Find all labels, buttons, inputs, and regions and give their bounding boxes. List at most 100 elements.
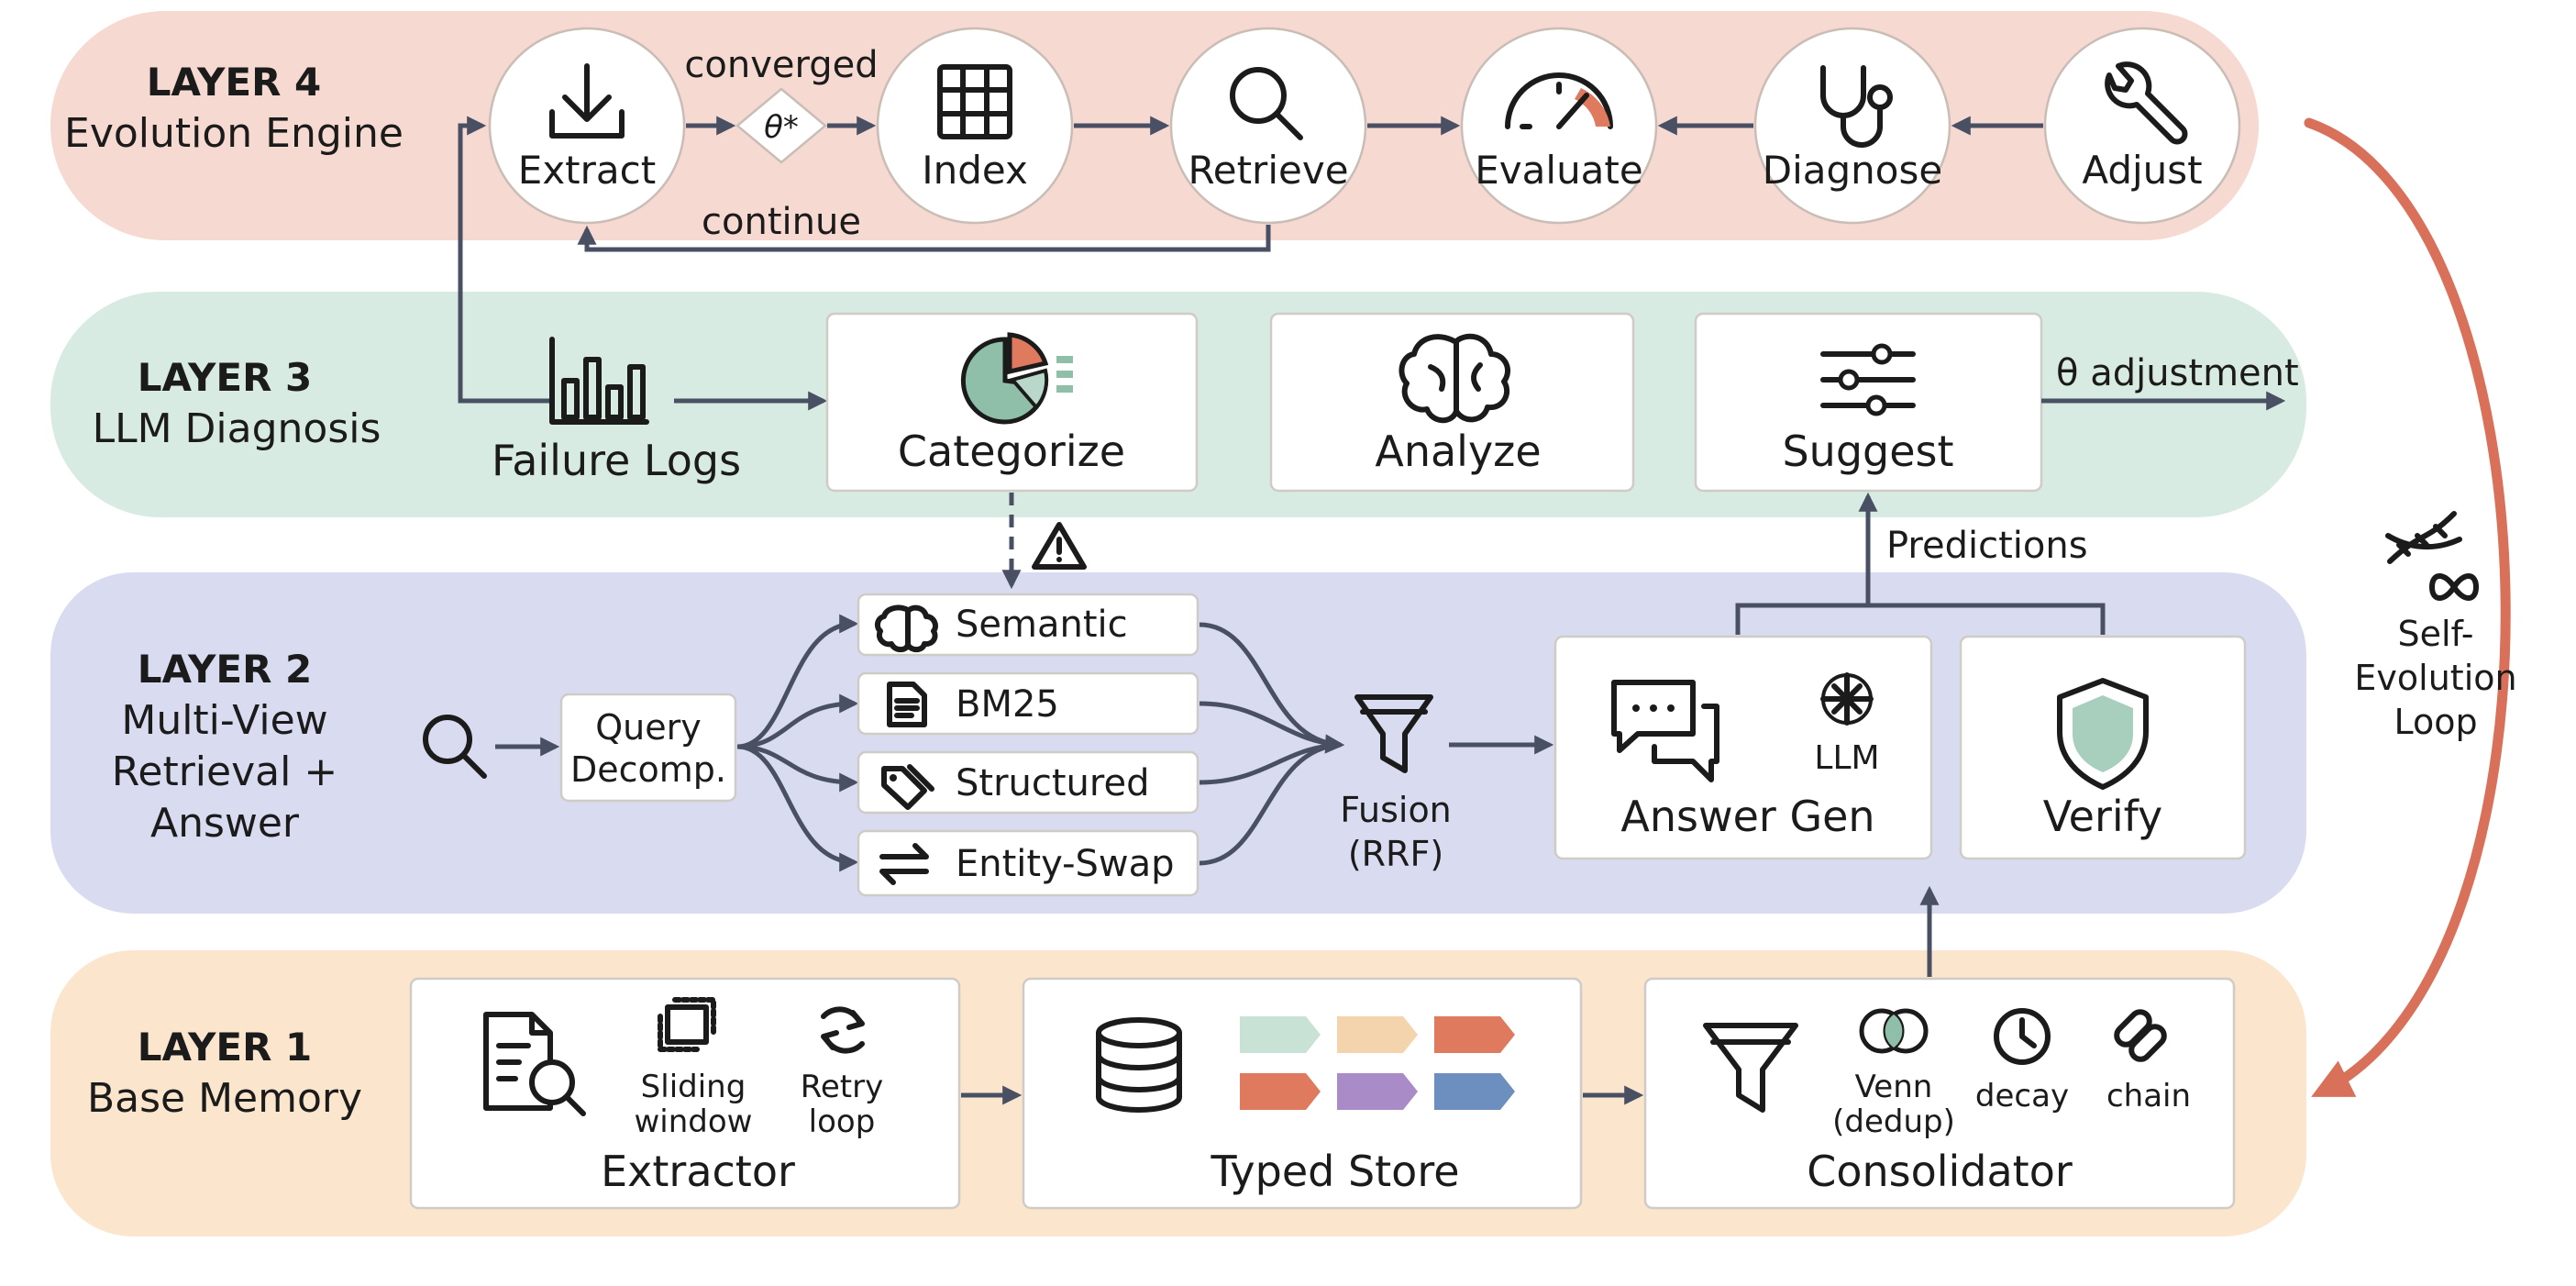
chain-label: chain bbox=[2106, 1078, 2191, 1114]
pie-chart-icon bbox=[960, 332, 1073, 425]
layer2-subtitle-2: Retrieval + bbox=[112, 748, 337, 795]
loop-label-line2: Evolution bbox=[2354, 658, 2516, 698]
arrow-query-bm25 bbox=[736, 693, 859, 749]
adjust-node bbox=[2043, 27, 2241, 225]
venn-line1: Venn bbox=[1855, 1069, 1933, 1105]
entity-swap-box bbox=[857, 829, 1200, 897]
gauge-icon bbox=[1505, 72, 1613, 129]
brain-icon bbox=[1399, 333, 1510, 424]
structured-label: Structured bbox=[956, 762, 1149, 804]
swap-icon bbox=[879, 843, 929, 885]
tag-5 bbox=[1337, 1073, 1418, 1110]
wrench-icon bbox=[2105, 61, 2188, 145]
funnel-icon bbox=[1354, 694, 1433, 773]
self-evolution-loop-arrow bbox=[2304, 117, 2511, 1097]
retrieve-node bbox=[1169, 27, 1367, 225]
entity-swap-label: Entity-Swap bbox=[956, 843, 1175, 885]
arrow-query-entityswap bbox=[736, 744, 859, 872]
tag-2 bbox=[1337, 1016, 1418, 1053]
warning-icon bbox=[1032, 522, 1087, 570]
search-icon bbox=[1230, 67, 1303, 140]
converged-label: converged bbox=[684, 44, 878, 86]
structured-box bbox=[857, 750, 1200, 815]
extractor-label: Extractor bbox=[601, 1147, 795, 1196]
failure-logs-label: Failure Logs bbox=[492, 436, 741, 485]
loop-label-line1: Self- bbox=[2397, 614, 2473, 654]
tag-grid bbox=[1240, 1016, 1515, 1110]
consolidator-label: Consolidator bbox=[1807, 1147, 2073, 1196]
theta-adjustment-label: θ adjustment bbox=[2056, 352, 2299, 394]
layer2-title: LAYER 2 bbox=[138, 647, 313, 692]
tag-4 bbox=[1240, 1073, 1321, 1110]
arrow-bm25-fusion bbox=[1199, 701, 1345, 754]
answer-gen-label: Answer Gen bbox=[1620, 792, 1874, 841]
retry-loop-line2: loop bbox=[809, 1103, 876, 1140]
database-icon bbox=[1096, 1017, 1182, 1113]
arrow-entityswap-fusion bbox=[1199, 742, 1342, 866]
sliding-window-line1: Sliding bbox=[641, 1069, 746, 1105]
adjust-label: Adjust bbox=[2082, 148, 2202, 193]
typed-store-label: Typed Store bbox=[1210, 1147, 1459, 1196]
retrieve-label: Retrieve bbox=[1188, 148, 1348, 193]
chat-icon bbox=[1611, 680, 1719, 782]
stethoscope-icon bbox=[1820, 65, 1893, 148]
query-decomp-box bbox=[559, 693, 737, 803]
layer2-subtitle-1: Multi-View bbox=[121, 697, 327, 744]
consolidator-funnel-icon bbox=[1703, 1023, 1798, 1113]
llm-knot-icon bbox=[1820, 672, 1874, 726]
query-search-icon bbox=[423, 715, 487, 779]
arrow-failure-to-extract bbox=[458, 116, 550, 404]
sliding-window-icon bbox=[658, 997, 716, 1052]
bm25-box bbox=[857, 671, 1200, 736]
analyze-label: Analyze bbox=[1375, 427, 1541, 476]
categorize-label: Categorize bbox=[898, 427, 1125, 476]
extract-node bbox=[488, 27, 686, 225]
analyze-box bbox=[1269, 312, 1635, 493]
diagnose-label: Diagnose bbox=[1763, 148, 1942, 193]
predictions-junction bbox=[1735, 603, 2106, 635]
failure-logs-icon bbox=[549, 337, 649, 425]
arrow-query-structured bbox=[736, 744, 859, 793]
dna-infinity-icon bbox=[2385, 511, 2479, 601]
predictions-label: Predictions bbox=[1886, 525, 2088, 567]
grid-icon bbox=[937, 64, 1012, 139]
layer1-subtitle: Base Memory bbox=[87, 1075, 362, 1122]
extract-label: Extract bbox=[518, 148, 656, 193]
clock-icon bbox=[1994, 1008, 2051, 1065]
semantic-box bbox=[857, 593, 1200, 657]
layer4-subtitle: Evolution Engine bbox=[64, 110, 404, 157]
tag-1 bbox=[1240, 1016, 1321, 1053]
arrow-continue-loop bbox=[577, 225, 1271, 252]
document-icon bbox=[887, 682, 927, 727]
suggest-label: Suggest bbox=[1782, 427, 1953, 476]
tag-6 bbox=[1434, 1073, 1515, 1110]
tag-3 bbox=[1434, 1016, 1515, 1053]
fusion-line2: (RRF) bbox=[1348, 834, 1443, 874]
fusion-line1: Fusion bbox=[1340, 790, 1452, 830]
chain-link-icon bbox=[2114, 1009, 2167, 1062]
index-node bbox=[876, 27, 1074, 225]
sliding-window-line2: window bbox=[635, 1103, 753, 1140]
diagnose-node bbox=[1753, 27, 1951, 225]
consolidator-box bbox=[1643, 977, 2236, 1210]
evaluate-label: Evaluate bbox=[1475, 148, 1642, 193]
view-brain-icon bbox=[874, 604, 938, 653]
venn-icon bbox=[1859, 1008, 1929, 1054]
venn-line2: (dedup) bbox=[1832, 1103, 1955, 1140]
retry-loop-line1: Retry bbox=[801, 1069, 883, 1105]
tags-icon bbox=[881, 764, 934, 810]
semantic-label: Semantic bbox=[956, 604, 1128, 646]
verify-label: Verify bbox=[2043, 792, 2163, 841]
layer2-subtitle-3: Answer bbox=[150, 800, 300, 847]
retry-loop-icon bbox=[821, 1006, 865, 1054]
index-label: Index bbox=[922, 148, 1028, 193]
layer1-title: LAYER 1 bbox=[138, 1025, 313, 1070]
download-icon bbox=[549, 63, 625, 139]
arrow-query-semantic bbox=[736, 614, 859, 749]
query-decomp-line1: Query bbox=[595, 707, 701, 748]
layer3-title: LAYER 3 bbox=[138, 355, 313, 400]
loop-label-line3: Loop bbox=[2394, 702, 2477, 742]
sliders-icon bbox=[1820, 343, 1916, 416]
document-search-icon bbox=[483, 1012, 586, 1116]
